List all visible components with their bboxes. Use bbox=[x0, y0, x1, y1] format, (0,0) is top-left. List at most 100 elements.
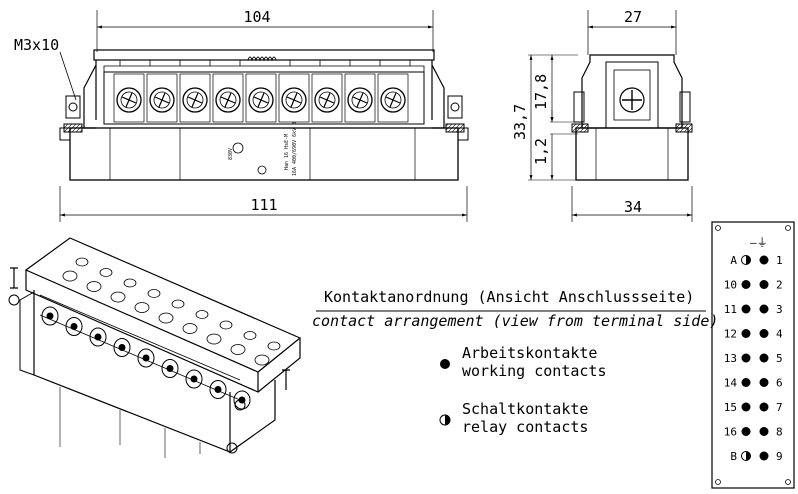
pin-number-left: 10 bbox=[724, 279, 737, 292]
working-contact-dot bbox=[741, 353, 751, 363]
pin-number-left: A bbox=[730, 254, 737, 267]
housing-print: 830V bbox=[228, 148, 234, 160]
housing-print-line2: 16A 400/690V 6kV 3 bbox=[292, 122, 298, 176]
pin-number-right: 3 bbox=[776, 303, 783, 316]
front-terminal-screw bbox=[146, 73, 178, 123]
pin-row: 14 6 bbox=[724, 377, 783, 390]
isometric-terminal bbox=[41, 257, 89, 326]
isometric-terminal bbox=[233, 341, 281, 410]
front-terminal-screw bbox=[311, 73, 343, 123]
legend-relay-en: relay contacts bbox=[462, 418, 588, 436]
screw-label: M3x10 bbox=[14, 36, 59, 54]
pin-number-right: 7 bbox=[776, 401, 783, 414]
housing-print-line3: 830V bbox=[228, 148, 234, 160]
working-contact-dot bbox=[759, 402, 769, 412]
ground-symbol: —⏚ bbox=[750, 236, 768, 249]
working-contact-dot bbox=[741, 304, 751, 314]
pin-number-left: 14 bbox=[724, 377, 738, 390]
pin-row: 11 3 bbox=[724, 303, 783, 316]
working-contact-dot bbox=[741, 378, 751, 387]
working-contact-dot bbox=[759, 255, 769, 265]
isometric-terminal-row bbox=[41, 257, 281, 410]
working-contact-dot bbox=[759, 280, 769, 289]
housing-print-line1: Han 16 HsE-M bbox=[284, 134, 290, 170]
dim-1-2-label: 1,2 bbox=[532, 138, 550, 165]
isometric-view bbox=[8, 237, 302, 458]
working-contact-dot bbox=[759, 451, 769, 461]
working-contact-dot bbox=[741, 427, 751, 436]
left-latch bbox=[83, 64, 97, 129]
pin-number-right: 4 bbox=[776, 328, 783, 341]
working-contact-dot bbox=[759, 378, 769, 387]
housing-body bbox=[69, 127, 459, 181]
isometric-terminal bbox=[185, 320, 233, 389]
pin-number-right: 2 bbox=[776, 279, 783, 292]
relay-contact-symbol bbox=[439, 414, 451, 426]
pin-number-left: 16 bbox=[724, 426, 737, 439]
working-contact-dot bbox=[741, 402, 751, 412]
legend-working-en: working contacts bbox=[462, 362, 607, 380]
isometric-terminal bbox=[113, 289, 161, 357]
relay-contact-dot bbox=[741, 255, 751, 265]
front-terminal-screw bbox=[179, 73, 211, 123]
side-terminal-screw bbox=[619, 87, 645, 113]
isometric-terminal bbox=[65, 268, 113, 336]
front-terminal-screw bbox=[344, 73, 376, 123]
arrangement-title-en: contact arrangement (view from terminal … bbox=[312, 312, 718, 330]
front-terminal-screw bbox=[278, 73, 310, 123]
working-contact-dot bbox=[759, 353, 769, 363]
legend-working-de: Arbeitskontakte bbox=[462, 344, 597, 362]
dim-111-label: 111 bbox=[250, 196, 277, 214]
brand-mark bbox=[257, 165, 267, 175]
front-terminal-screw bbox=[377, 73, 409, 123]
isometric-terminal bbox=[161, 310, 209, 378]
dim-17-8-label: 17,8 bbox=[532, 74, 550, 110]
pin-number-left: B bbox=[730, 450, 737, 463]
pin-row: 16 8 bbox=[724, 426, 783, 439]
pin-number-left: 11 bbox=[724, 303, 737, 316]
pin-row: 15 7 bbox=[724, 401, 783, 414]
front-terminal-screw bbox=[212, 73, 244, 123]
pin-row: 10 2 bbox=[724, 279, 783, 292]
pin-number-left: 15 bbox=[724, 401, 737, 414]
pin-row: 13 5 bbox=[724, 352, 783, 365]
side-view bbox=[528, 10, 693, 222]
front-terminal-screw bbox=[245, 73, 277, 123]
front-view bbox=[59, 10, 469, 222]
isometric-terminal bbox=[209, 331, 257, 399]
pin-number-left: 13 bbox=[724, 352, 737, 365]
working-contact-dot bbox=[759, 304, 769, 314]
screw-leader bbox=[59, 51, 77, 101]
front-terminal-row bbox=[113, 73, 409, 123]
isometric-terminal bbox=[89, 278, 137, 347]
pin-grid-frame bbox=[711, 221, 795, 489]
side-housing bbox=[575, 127, 689, 181]
pin-number-right: 8 bbox=[776, 426, 783, 439]
pin-row: 12 4 bbox=[724, 328, 783, 341]
isometric-terminal bbox=[137, 299, 185, 368]
working-contact-dot bbox=[741, 329, 751, 338]
right-latch bbox=[431, 64, 445, 129]
dim-33-7-label: 33,7 bbox=[511, 104, 529, 140]
dim-104-label: 104 bbox=[243, 8, 270, 26]
legend-relay-de: Schaltkontakte bbox=[462, 400, 588, 418]
dim-34-label: 34 bbox=[624, 198, 642, 216]
working-contact-symbol bbox=[440, 359, 450, 369]
pin-number-right: 1 bbox=[776, 254, 783, 267]
working-contact-dot bbox=[741, 280, 751, 289]
pin-number-left: 12 bbox=[724, 328, 737, 341]
front-terminal-screw bbox=[113, 73, 145, 123]
working-contact-dot bbox=[759, 329, 769, 338]
pin-number-right: 6 bbox=[776, 377, 783, 390]
pin-number-right: 5 bbox=[776, 352, 783, 365]
approval-mark bbox=[232, 142, 244, 154]
pin-number-right: 9 bbox=[776, 450, 783, 463]
arrangement-title-de: Kontaktanordnung (Ansicht Anschlussseite… bbox=[324, 288, 694, 306]
relay-contact-dot bbox=[741, 451, 751, 461]
spring-coil bbox=[247, 56, 277, 62]
dim-27-label: 27 bbox=[624, 8, 642, 26]
